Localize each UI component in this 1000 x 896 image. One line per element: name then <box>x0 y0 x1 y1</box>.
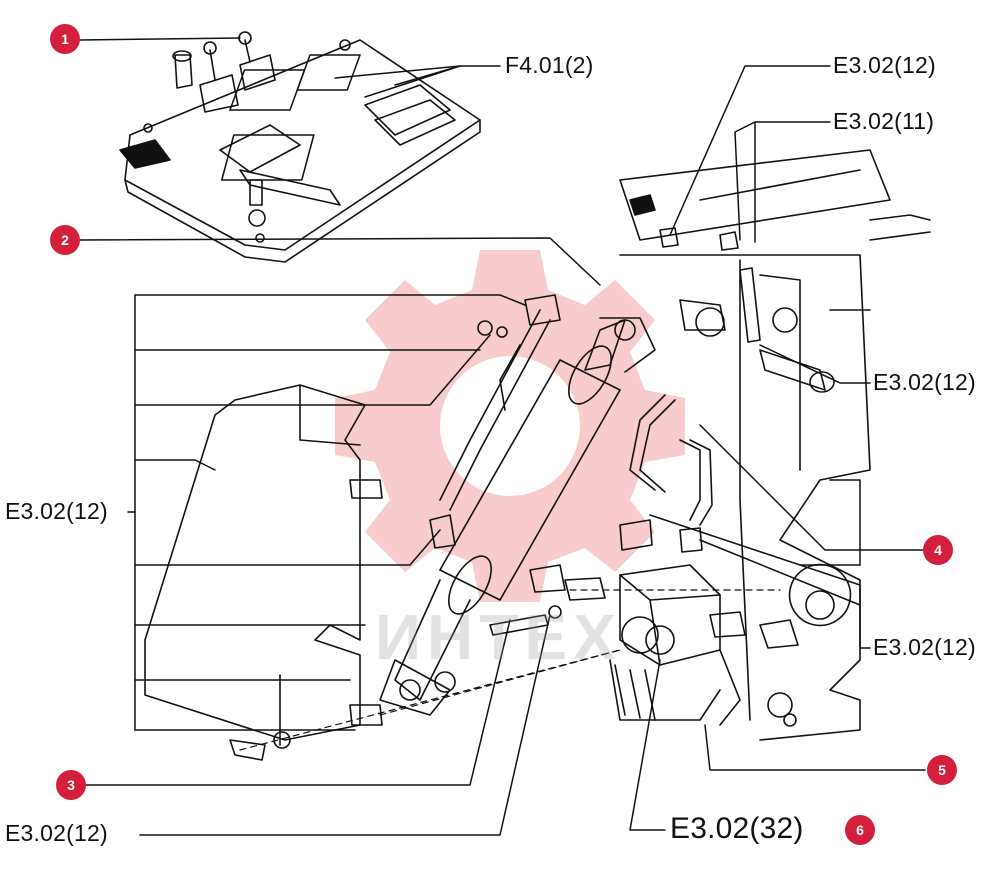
part-ref-label: E3.02(12) <box>5 820 108 846</box>
control-panel-plate <box>119 31 481 263</box>
callout-badge: 1 <box>50 24 80 54</box>
hydraulic-cylinder <box>379 309 713 716</box>
part-ref-label: E3.02(32) <box>670 812 804 845</box>
part-ref-label: E3.02(11) <box>833 108 935 134</box>
watermark-gear-icon <box>335 250 685 602</box>
part-ref-label: E3.02(12) <box>873 634 976 660</box>
callout-badge: 2 <box>50 225 80 255</box>
callout-badge: 3 <box>56 770 86 800</box>
callout-badge: 6 <box>845 815 875 845</box>
shield-plate <box>144 384 383 761</box>
leader-lines <box>79 37 926 836</box>
callout-badge: 4 <box>923 535 953 565</box>
part-ref-label: F4.01(2) <box>505 52 594 78</box>
tractor-frame <box>619 149 931 741</box>
part-ref-label: E3.02(12) <box>5 498 108 524</box>
watermark-text: ИНТЕХ <box>375 601 622 673</box>
part-ref-label: E3.02(12) <box>873 369 976 395</box>
part-ref-label: E3.02(12) <box>833 52 936 78</box>
valve-block <box>609 564 741 726</box>
dashed-lines <box>239 589 781 751</box>
callout-badge: 5 <box>927 755 957 785</box>
